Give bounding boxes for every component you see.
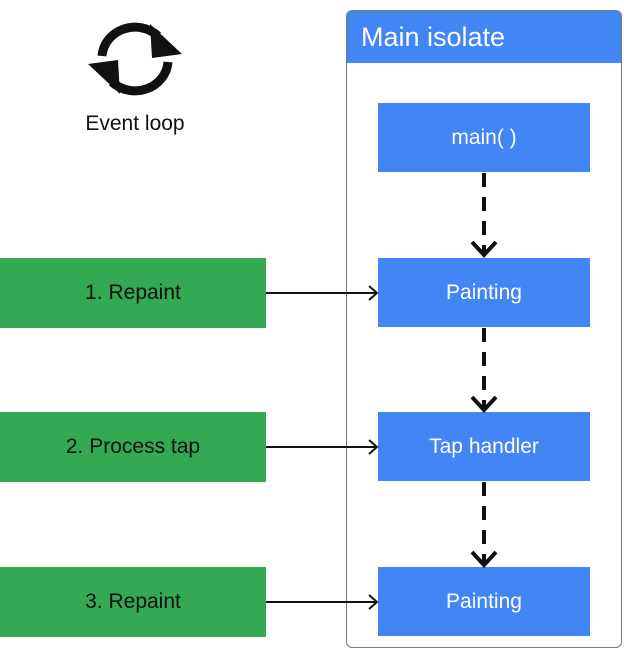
sync-icon <box>88 22 182 96</box>
event-loop-label: Event loop <box>85 112 185 135</box>
painting-node-2: Painting <box>378 567 590 636</box>
event-process-tap: 2. Process tap <box>0 412 266 482</box>
event-repaint-1: 1. Repaint <box>0 258 266 328</box>
main-isolate-title: Main isolate <box>347 11 621 63</box>
event-repaint-2: 3. Repaint <box>0 567 266 637</box>
main-isolate-frame: Main isolate <box>346 10 622 648</box>
event-loop-icon-wrapper <box>70 18 200 103</box>
main-function-node: main( ) <box>378 103 590 172</box>
tap-handler-node: Tap handler <box>378 412 590 481</box>
painting-node-1: Painting <box>378 258 590 327</box>
